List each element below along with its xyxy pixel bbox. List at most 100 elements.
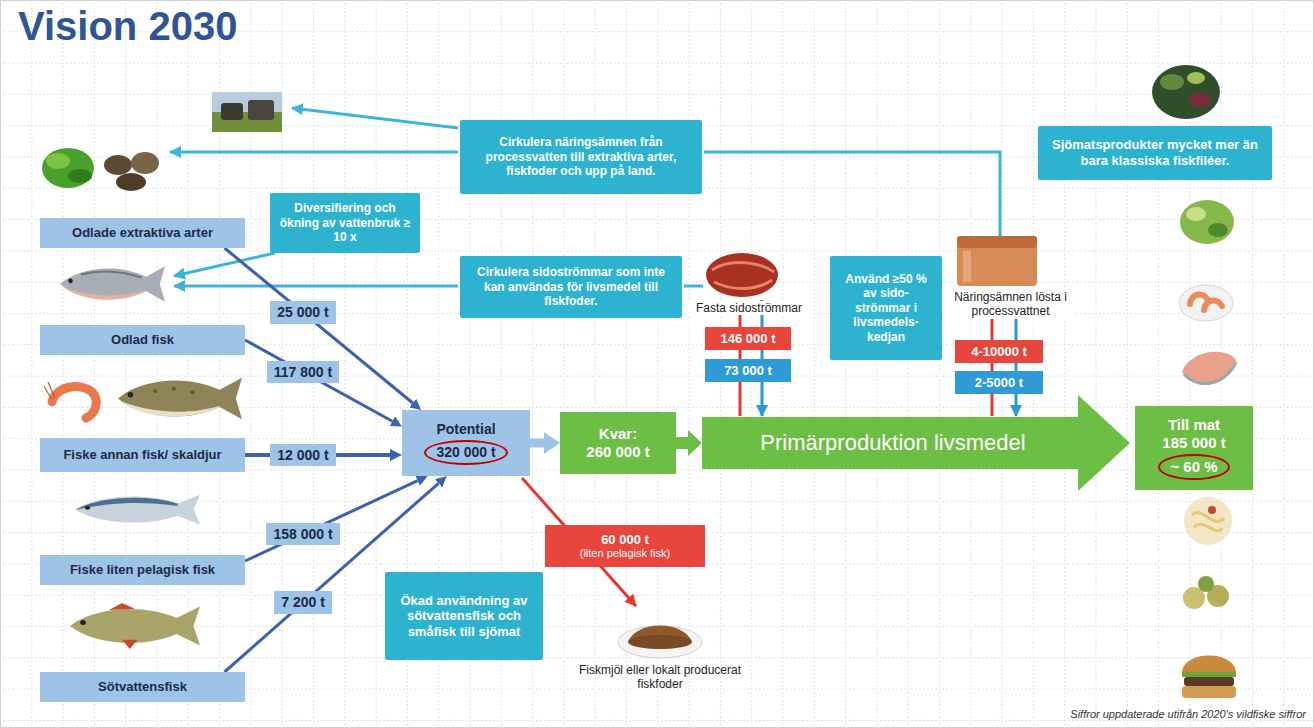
shrimp-picture: [44, 382, 96, 418]
amount-box: 2-5000 t: [955, 371, 1043, 394]
fish-burger-photo: [1182, 656, 1236, 673]
stream-label: Näringsämnen lösta i processvattnet: [946, 290, 1075, 319]
process-water-photo: [957, 236, 1037, 286]
salad-photo: [1189, 93, 1211, 107]
food-box: Till mat185 000 t ~ 60 %: [1135, 406, 1253, 490]
box-text: 73 000 t: [724, 363, 772, 379]
cod-picture: [128, 392, 133, 397]
box-text: Sötvattensfisk: [98, 679, 187, 695]
box-text: (liten pelagisk fisk): [580, 547, 670, 560]
fish-fillet-photo: [1184, 362, 1236, 383]
hay-bale-photo: [212, 92, 282, 132]
box-text: Odlad fisk: [111, 332, 174, 348]
cod-picture: [120, 401, 219, 417]
box-text: ~ 60 %: [1158, 454, 1229, 480]
diagram-title: Vision 2030: [18, 4, 237, 49]
flow-arrow: [245, 481, 418, 561]
cod-picture: [190, 390, 194, 394]
box-text: 260 000 t: [586, 443, 649, 461]
cod-picture: [118, 378, 242, 419]
fish-burger-photo: [1184, 677, 1234, 686]
herring-picture: [78, 498, 178, 510]
fish-balls-photo: [1198, 576, 1214, 592]
shrimp-picture: [52, 387, 96, 418]
source-box: Odlade extraktiva arter: [40, 218, 245, 248]
herring-picture: [85, 506, 91, 510]
product-label: Fiskmjöl eller lokalt producerat fiskfod…: [578, 663, 742, 692]
salmon-picture: [81, 272, 142, 278]
salad-photo: [1152, 65, 1220, 119]
footnote: Siffror uppdaterade utifrån 2020's vildf…: [1070, 708, 1306, 720]
flow-amount: 12 000 t: [270, 444, 335, 467]
box-text: Cirkulera näringsämnen från processvatte…: [468, 135, 694, 178]
fish-side-stream-photo: [706, 253, 778, 297]
fish-burger-photo: [1182, 656, 1236, 699]
fishmeal-photo: [618, 626, 702, 659]
cod-picture: [172, 387, 176, 391]
source-box: Fiske annan fisk/ skaldjur: [40, 438, 245, 472]
salmon-picture: [68, 279, 73, 284]
fish-side-stream-photo: [706, 253, 778, 297]
fish-fillet-photo: [1182, 352, 1236, 385]
mussels-photo: [104, 152, 159, 191]
flow-arrow: [225, 248, 413, 403]
seafood-salad-photo: [1180, 200, 1234, 244]
nutrient-circulation-lines: [704, 152, 1000, 236]
box-text: Sjömatsprodukter mycket mer än bara klas…: [1046, 137, 1264, 168]
callout-box: Använd ≥50 % av sido- strömmar i livsmed…: [830, 256, 942, 360]
amount-box: 60 000 t(liten pelagisk fisk): [545, 525, 705, 567]
nutrient-circulation-lines: [174, 253, 275, 276]
box-text: 60 000 t: [601, 532, 649, 548]
flow-amount: 158 000 t: [266, 523, 339, 546]
callout-box: Cirkulera näringsämnen från processvatte…: [460, 120, 702, 194]
box-text: 2-5000 t: [975, 375, 1023, 391]
salad-photo: [1160, 74, 1184, 90]
fishmeal-photo: [618, 626, 702, 658]
shrimps-photo: [1179, 285, 1233, 321]
stream-label: Fasta sidoströmmar: [686, 301, 812, 315]
process-water-photo: [957, 236, 1037, 248]
freshwater-fish-picture: [109, 603, 138, 649]
flow-arrow: [676, 437, 688, 449]
freshwater-fish-picture: [70, 606, 200, 645]
pasta-photo: [1184, 497, 1232, 545]
box-text: Primärproduktion livsmedel: [760, 430, 1025, 456]
herring-picture: [75, 495, 200, 525]
callout-box: Diversifiering och ökning av vattenbruk …: [270, 193, 420, 253]
shrimps-photo: [1190, 294, 1222, 310]
seaweed-photo: [68, 169, 92, 183]
box-text: Diversifiering och ökning av vattenbruk …: [278, 201, 412, 244]
mussels-photo: [104, 155, 132, 175]
mussels-photo: [131, 152, 159, 174]
pasta-photo: [1192, 513, 1224, 531]
total-box: Potential320 000 t: [402, 410, 530, 476]
shrimps-photo: [1179, 285, 1233, 321]
cod-picture: [118, 378, 242, 419]
arrow-shape: [702, 395, 1130, 491]
pasta-photo: [1184, 497, 1232, 545]
source-box: Fiske liten pelagisk fisk: [40, 555, 245, 585]
seaweed-photo: [42, 148, 94, 188]
nutrient-circulation-lines: [174, 285, 458, 288]
production-arrow: Primärproduktion livsmedel: [702, 395, 1130, 491]
hay-bale-photo: [221, 103, 243, 120]
seaweed-photo: [46, 153, 70, 169]
flow-amount: 117 800 t: [267, 361, 339, 384]
box-text: Till mat: [1168, 416, 1220, 434]
seaweed-photo: [42, 148, 94, 188]
box-text: 185 000 t: [1162, 434, 1225, 452]
fish-burger-photo: [1182, 686, 1236, 698]
flow-arrow: [530, 439, 544, 448]
flow-amount: 25 000 t: [270, 301, 335, 324]
freshwater-fish-picture: [70, 603, 200, 649]
hay-bale-photo: [248, 100, 274, 120]
fish-fillet-photo: [1182, 352, 1236, 385]
callout-box: Ökad användning av sötvattensfisk och sm…: [385, 572, 543, 660]
box-text: Ökad användning av sötvattensfisk och sm…: [393, 593, 535, 640]
hay-bale-photo: [212, 92, 282, 132]
salmon-picture: [60, 266, 165, 302]
salad-photo: [1152, 65, 1220, 119]
side-stream-arrows: [761, 300, 764, 416]
box-text: Potential: [436, 421, 495, 438]
